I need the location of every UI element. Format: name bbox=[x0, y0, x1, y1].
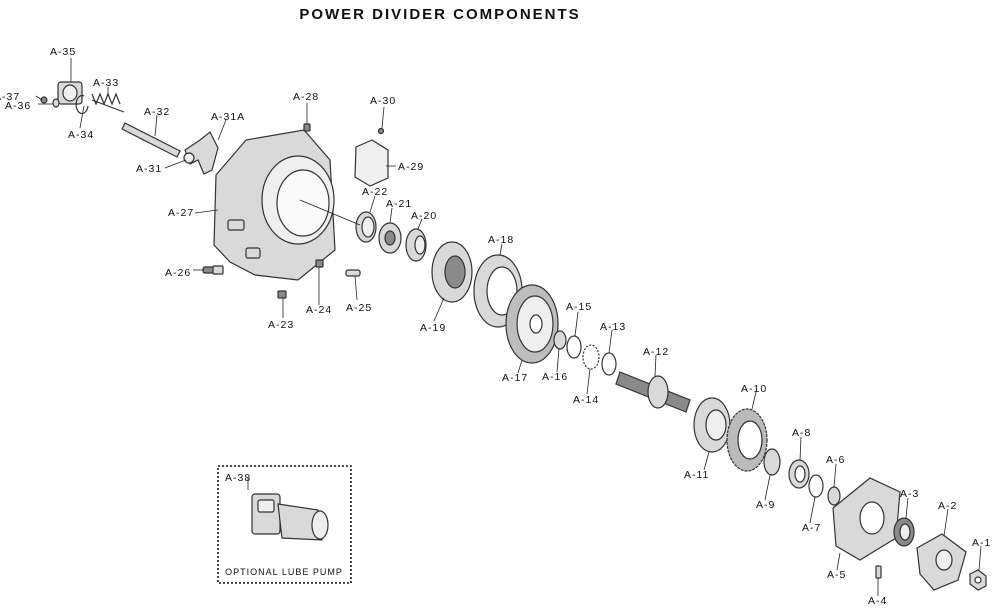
label-a27: A-27 bbox=[168, 207, 194, 219]
label-a6: A-6 bbox=[826, 454, 845, 466]
part-a12-input-shaft bbox=[615, 371, 691, 413]
inset-frame bbox=[217, 465, 352, 584]
label-a11: A-11 bbox=[684, 469, 709, 481]
part-a35-cover bbox=[57, 81, 83, 105]
part-a10-gear bbox=[726, 408, 768, 472]
label-a2: A-2 bbox=[938, 500, 957, 512]
label-a38: A-38 bbox=[225, 472, 251, 484]
label-a14: A-14 bbox=[573, 394, 599, 406]
label-a30: A-30 bbox=[370, 95, 396, 107]
label-a37: A-37 bbox=[0, 91, 20, 103]
part-a33-spring bbox=[91, 92, 125, 113]
part-a36-a37-bolt bbox=[40, 96, 60, 108]
inset-caption: OPTIONAL LUBE PUMP bbox=[225, 567, 343, 577]
part-a4-bolt bbox=[875, 565, 882, 579]
part-a32-shift-shaft bbox=[121, 122, 181, 158]
label-a9: A-9 bbox=[756, 499, 775, 511]
part-a28-plug bbox=[303, 123, 311, 132]
part-a13-washer bbox=[601, 352, 617, 376]
part-a34-snap-ring bbox=[75, 94, 89, 115]
label-a3: A-3 bbox=[900, 488, 919, 500]
part-a38-lube-pump bbox=[251, 493, 329, 541]
label-a28: A-28 bbox=[293, 91, 319, 103]
label-a23: A-23 bbox=[268, 319, 294, 331]
part-a15-washer bbox=[566, 335, 582, 359]
label-a10: A-10 bbox=[741, 383, 767, 395]
label-a31a: A-31A bbox=[211, 111, 245, 123]
part-a23-plug bbox=[277, 290, 287, 299]
label-a32: A-32 bbox=[144, 106, 170, 118]
part-a22-bearing-cup bbox=[355, 211, 377, 243]
label-a33: A-33 bbox=[93, 77, 119, 89]
label-a17: A-17 bbox=[502, 372, 528, 384]
part-labels: A-35 A-37 A-36 A-33 A-34 A-32 A-31A A-31… bbox=[0, 46, 991, 607]
leader-lines bbox=[35, 58, 982, 596]
part-a31-shift-fork bbox=[183, 131, 219, 175]
label-a35: A-35 bbox=[50, 46, 76, 58]
part-a20-gear bbox=[405, 228, 427, 262]
part-a2-yoke bbox=[916, 533, 967, 591]
part-a1-nut bbox=[969, 569, 987, 591]
label-a26: A-26 bbox=[165, 267, 191, 279]
part-a19-diff-case bbox=[431, 241, 473, 303]
diagram-title: POWER DIVIDER COMPONENTS bbox=[299, 6, 580, 23]
part-a26-bolt bbox=[202, 265, 224, 275]
label-a1: A-1 bbox=[972, 537, 991, 549]
label-a16: A-16 bbox=[542, 371, 568, 383]
part-a3-seal bbox=[893, 517, 915, 547]
assembly-axis-line bbox=[299, 199, 361, 226]
label-a31: A-31 bbox=[136, 163, 162, 175]
label-a22: A-22 bbox=[362, 186, 388, 198]
lube-pump-inset: A-38 OPTIONAL LUBE PUMP bbox=[217, 465, 352, 584]
label-a19: A-19 bbox=[420, 322, 446, 334]
label-a25: A-25 bbox=[346, 302, 372, 314]
label-a29: A-29 bbox=[398, 161, 424, 173]
label-a20: A-20 bbox=[411, 210, 437, 222]
part-a27-housing bbox=[213, 129, 336, 281]
part-a17-large-gear bbox=[505, 284, 559, 364]
label-a21: A-21 bbox=[386, 198, 412, 210]
label-a4: A-4 bbox=[868, 595, 887, 607]
part-a11-hub bbox=[693, 397, 731, 453]
part-a25-bolt bbox=[345, 269, 361, 277]
part-a21-bearing-cone bbox=[378, 222, 402, 254]
label-a15: A-15 bbox=[566, 301, 592, 313]
part-a8-bearing bbox=[788, 459, 810, 489]
label-a24: A-24 bbox=[306, 304, 332, 316]
label-a8: A-8 bbox=[792, 427, 811, 439]
label-a13: A-13 bbox=[600, 321, 626, 333]
part-a5-cover bbox=[832, 477, 901, 561]
part-a29-cover-plate bbox=[354, 139, 389, 187]
label-a34: A-34 bbox=[68, 129, 94, 141]
part-a6-bearing bbox=[827, 486, 841, 506]
part-a30-bolt bbox=[377, 127, 385, 135]
label-a36: A-36 bbox=[5, 100, 31, 112]
label-a5: A-5 bbox=[827, 569, 846, 581]
part-a9-gear bbox=[763, 448, 781, 476]
label-a12: A-12 bbox=[643, 346, 669, 358]
label-a18: A-18 bbox=[488, 234, 514, 246]
part-a7-washer bbox=[808, 474, 824, 498]
part-a14-needle-bearing bbox=[582, 344, 600, 370]
part-a24-plug bbox=[315, 259, 324, 268]
label-a7: A-7 bbox=[802, 522, 821, 534]
part-a16-bearing bbox=[553, 330, 567, 350]
